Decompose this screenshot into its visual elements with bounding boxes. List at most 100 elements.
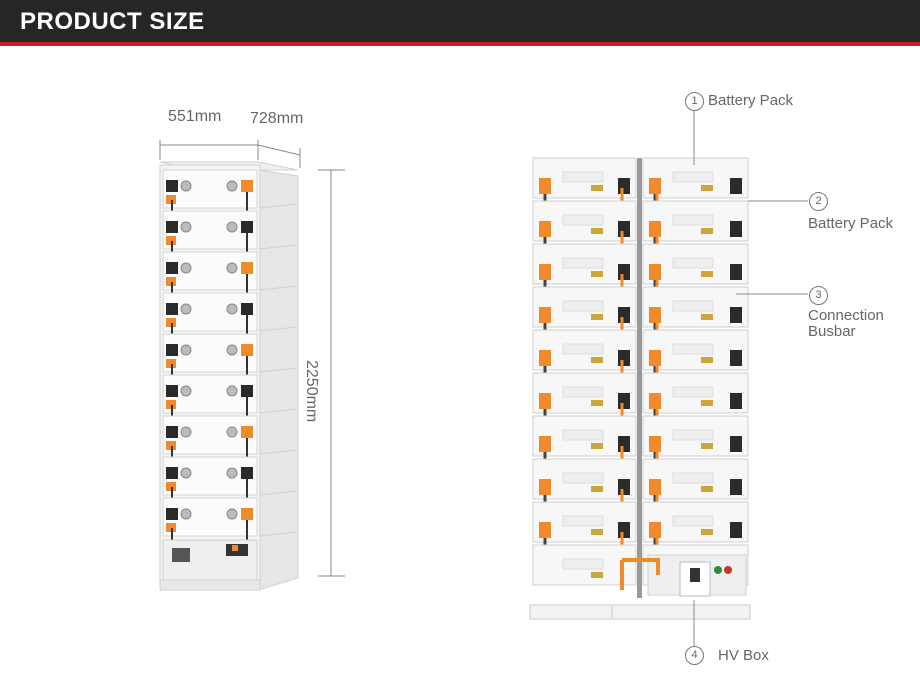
terminal-icon xyxy=(649,393,661,409)
terminal-icon xyxy=(539,307,551,323)
terminal-icon xyxy=(618,479,630,495)
battery-module xyxy=(162,333,258,382)
label-icon xyxy=(591,443,603,449)
page-title: PRODUCT SIZE xyxy=(20,8,205,35)
single-rack-illustration xyxy=(159,161,299,591)
terminal-icon xyxy=(649,350,661,366)
connector-icon xyxy=(226,467,238,479)
height-dimension: 2250mm xyxy=(303,360,320,423)
label-icon xyxy=(701,443,713,449)
terminal-icon xyxy=(241,508,253,520)
terminal-icon xyxy=(618,350,630,366)
terminal-icon xyxy=(730,393,742,409)
terminal-icon xyxy=(649,178,661,194)
terminal-icon xyxy=(166,180,178,192)
callout-number-3: 3 xyxy=(809,286,828,305)
battery-module xyxy=(642,458,749,519)
callout-label-2: Battery Pack xyxy=(808,215,894,232)
connector-icon xyxy=(226,344,238,356)
battery-module xyxy=(532,458,637,519)
terminal-icon xyxy=(730,522,742,538)
label-icon xyxy=(591,185,603,191)
label-icon xyxy=(591,486,603,492)
label-icon xyxy=(701,486,713,492)
terminal-icon xyxy=(649,436,661,452)
label-icon xyxy=(591,357,603,363)
terminal-icon xyxy=(166,426,178,438)
connector-icon xyxy=(180,426,192,438)
callout-label-4: HV Box xyxy=(718,647,769,664)
connector-icon xyxy=(180,221,192,233)
header-bar xyxy=(0,0,920,42)
label-icon xyxy=(701,529,713,535)
battery-module xyxy=(532,243,637,304)
label-icon xyxy=(701,185,713,191)
terminal-icon xyxy=(618,436,630,452)
terminal-icon xyxy=(539,479,551,495)
double-stack-illustration xyxy=(529,157,751,620)
battery-module xyxy=(162,415,258,464)
label-icon xyxy=(591,228,603,234)
callout-label-3a: Connection xyxy=(808,307,884,324)
terminal-icon xyxy=(618,393,630,409)
label-icon xyxy=(701,314,713,320)
terminal-icon xyxy=(618,264,630,280)
callout-label-3b: Busbar xyxy=(808,323,856,340)
connector-icon xyxy=(180,303,192,315)
terminal-icon xyxy=(166,467,178,479)
connector-icon xyxy=(180,180,192,192)
terminal-icon xyxy=(730,307,742,323)
callout-number-2: 2 xyxy=(809,192,828,211)
header-accent-line xyxy=(0,42,920,46)
connector-icon xyxy=(226,508,238,520)
terminal-icon xyxy=(539,393,551,409)
hv-box xyxy=(620,554,747,597)
terminal-icon xyxy=(539,350,551,366)
connector-icon xyxy=(180,467,192,479)
label-icon xyxy=(591,314,603,320)
terminal-icon xyxy=(618,522,630,538)
battery-module xyxy=(162,292,258,341)
label-icon xyxy=(591,572,603,578)
terminal-icon xyxy=(241,344,253,356)
connector-icon xyxy=(226,426,238,438)
terminal-icon xyxy=(241,221,253,233)
terminal-icon xyxy=(241,180,253,192)
terminal-icon xyxy=(166,385,178,397)
callout-label-1: Battery Pack xyxy=(708,92,794,109)
battery-module xyxy=(532,157,637,218)
terminal-icon xyxy=(730,350,742,366)
terminal-icon xyxy=(649,221,661,237)
terminal-icon xyxy=(166,508,178,520)
terminal-icon xyxy=(618,307,630,323)
label-icon xyxy=(591,400,603,406)
connector-icon xyxy=(180,262,192,274)
battery-module xyxy=(532,286,637,347)
terminal-icon xyxy=(241,467,253,479)
battery-module xyxy=(532,544,637,586)
label-icon xyxy=(701,228,713,234)
connector-icon xyxy=(226,385,238,397)
terminal-icon xyxy=(539,221,551,237)
terminal-icon xyxy=(539,436,551,452)
battery-module xyxy=(162,169,258,218)
label-icon xyxy=(701,271,713,277)
terminal-icon xyxy=(618,178,630,194)
terminal-icon xyxy=(166,221,178,233)
terminal-icon xyxy=(730,479,742,495)
connector-icon xyxy=(226,262,238,274)
connector-icon xyxy=(180,344,192,356)
terminal-icon xyxy=(166,303,178,315)
label-icon xyxy=(701,357,713,363)
terminal-icon xyxy=(730,221,742,237)
connector-icon xyxy=(226,180,238,192)
terminal-icon xyxy=(241,426,253,438)
connector-icon xyxy=(180,385,192,397)
terminal-icon xyxy=(539,264,551,280)
connector-icon xyxy=(180,508,192,520)
width-dimension: 551mm xyxy=(168,108,222,125)
terminal-icon xyxy=(166,262,178,274)
terminal-icon xyxy=(730,178,742,194)
terminal-icon xyxy=(539,522,551,538)
